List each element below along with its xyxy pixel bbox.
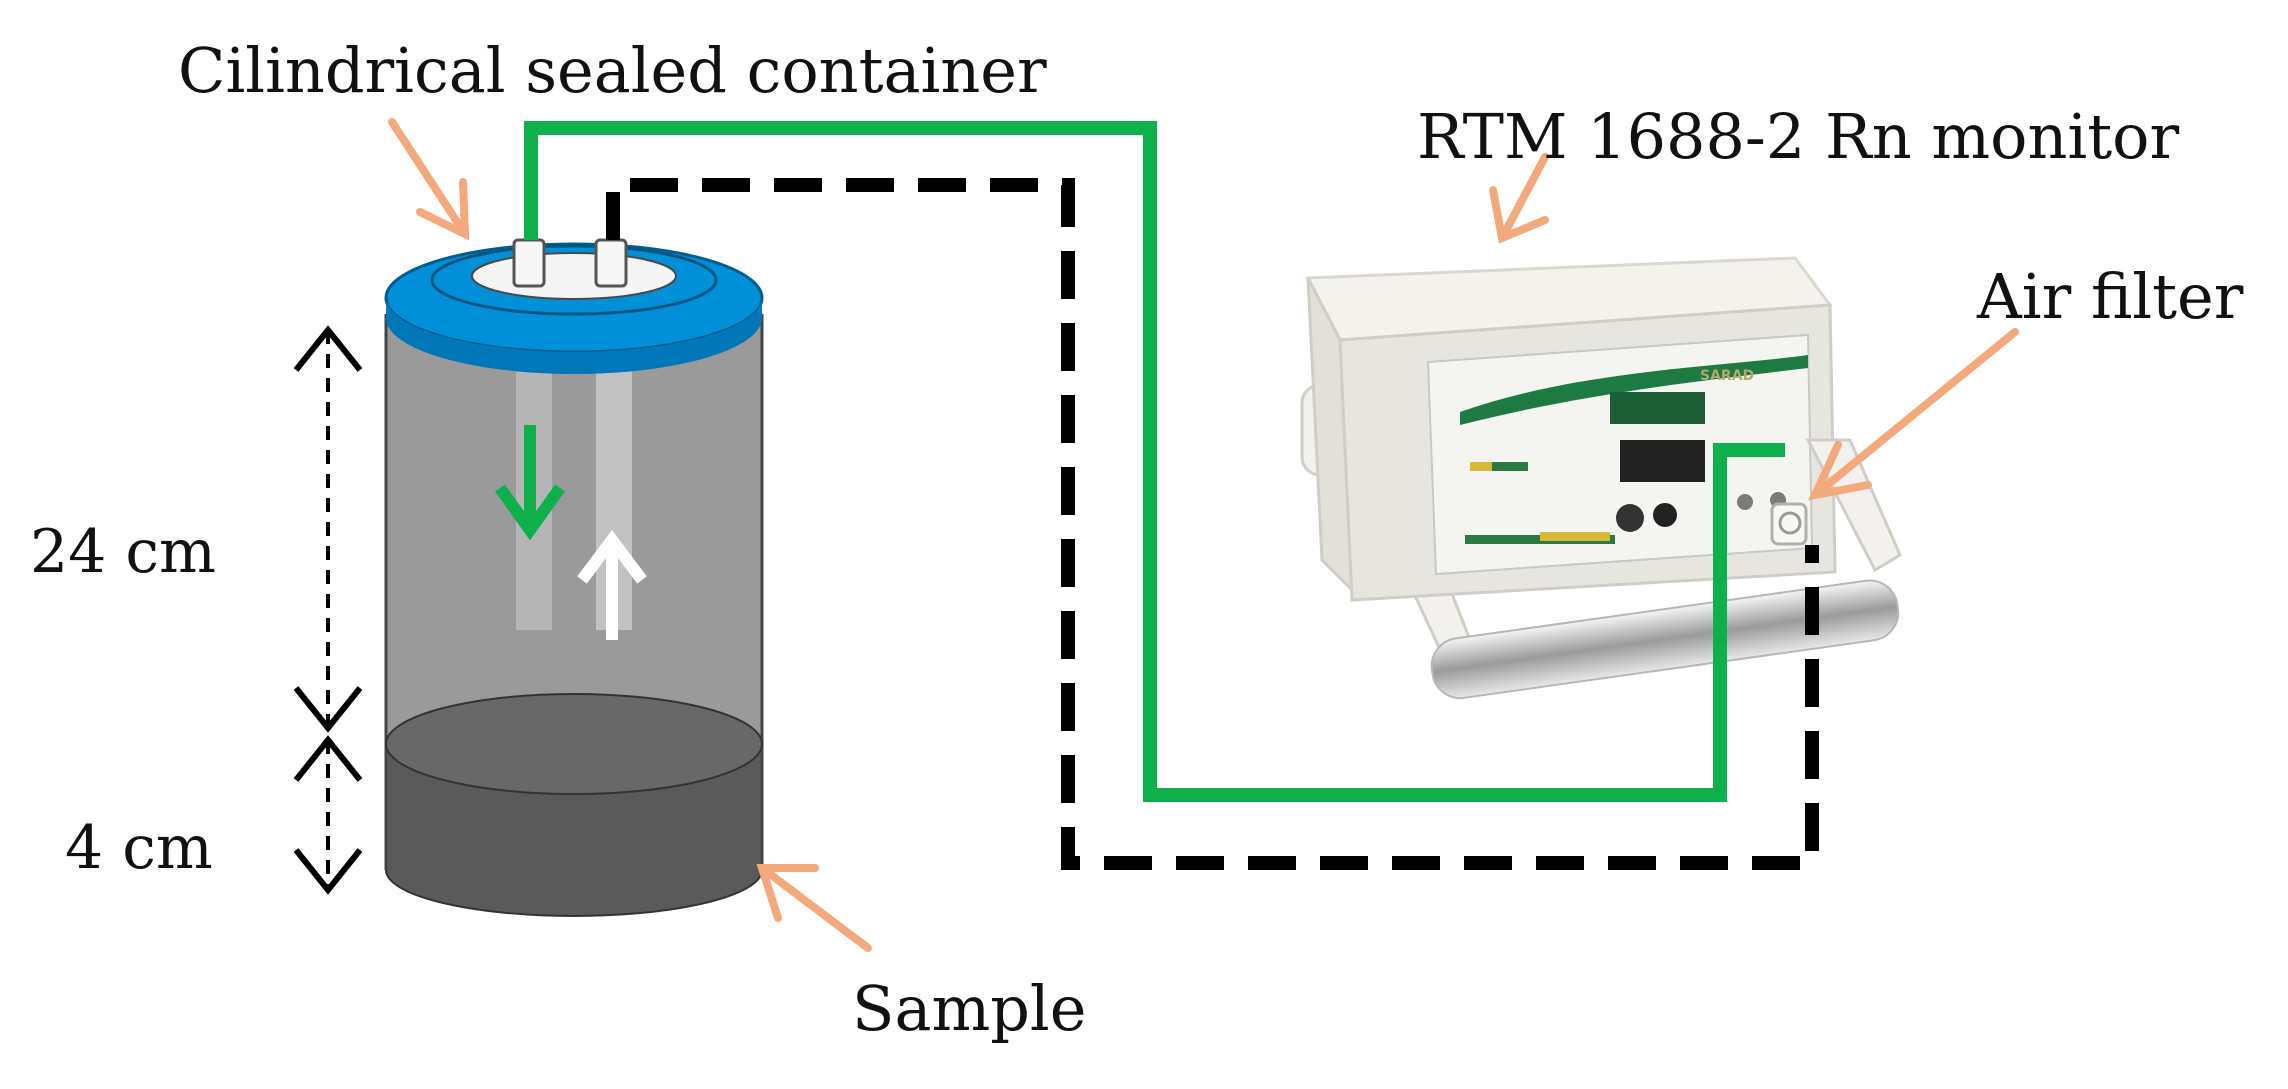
- label-dimension-24cm: 24 cm: [30, 517, 216, 587]
- sealed-container: [384, 238, 764, 917]
- monitor-indicator-left-accent: [1470, 462, 1492, 471]
- container-lid-rim: [386, 298, 762, 374]
- sample-surface: [385, 693, 763, 795]
- monitor-display: [1620, 440, 1705, 482]
- monitor-knob-2: [1653, 503, 1677, 527]
- monitor-knob-1: [1616, 504, 1644, 532]
- return-hose-black-dashed: [606, 178, 1819, 870]
- air-filter: [1770, 502, 1808, 546]
- dimension-24cm: [293, 325, 363, 733]
- label-monitor: RTM 1688-2 Rn monitor: [1417, 100, 2179, 173]
- inlet-port: [512, 238, 546, 288]
- monitor-brand-swoosh: [1460, 355, 1808, 425]
- container-body: [386, 314, 762, 740]
- container-opening: [471, 252, 677, 300]
- outlet-port: [594, 238, 628, 288]
- label-air-filter: Air filter: [1976, 260, 2244, 333]
- callout-arrow-sample: [756, 864, 872, 952]
- rn-monitor-device: SARAD: [1300, 256, 1902, 700]
- label-container: Cilindrical sealed container: [178, 34, 1047, 107]
- callout-arrow-container: [388, 118, 470, 241]
- monitor-indicator-left: [1470, 462, 1528, 471]
- monitor-brand-text: SARAD: [1700, 368, 1754, 384]
- label-dimension-4cm: 4 cm: [65, 813, 213, 883]
- monitor-display-top: [1610, 392, 1705, 424]
- inflow-arrow: [495, 425, 565, 541]
- dimension-4cm: [293, 735, 363, 895]
- label-sample: Sample: [852, 972, 1086, 1045]
- callout-arrow-air-filter: [1808, 328, 2019, 501]
- callout-arrow-monitor: [1489, 153, 1549, 244]
- inlet-hose-green: [524, 121, 1785, 802]
- monitor-handle-right: [1805, 438, 1902, 573]
- monitor-handle-rod: [1430, 579, 1900, 700]
- outflow-arrow: [577, 530, 647, 640]
- monitor-connector-1: [1737, 494, 1753, 510]
- monitor-indicator-bottom-accent: [1540, 532, 1610, 541]
